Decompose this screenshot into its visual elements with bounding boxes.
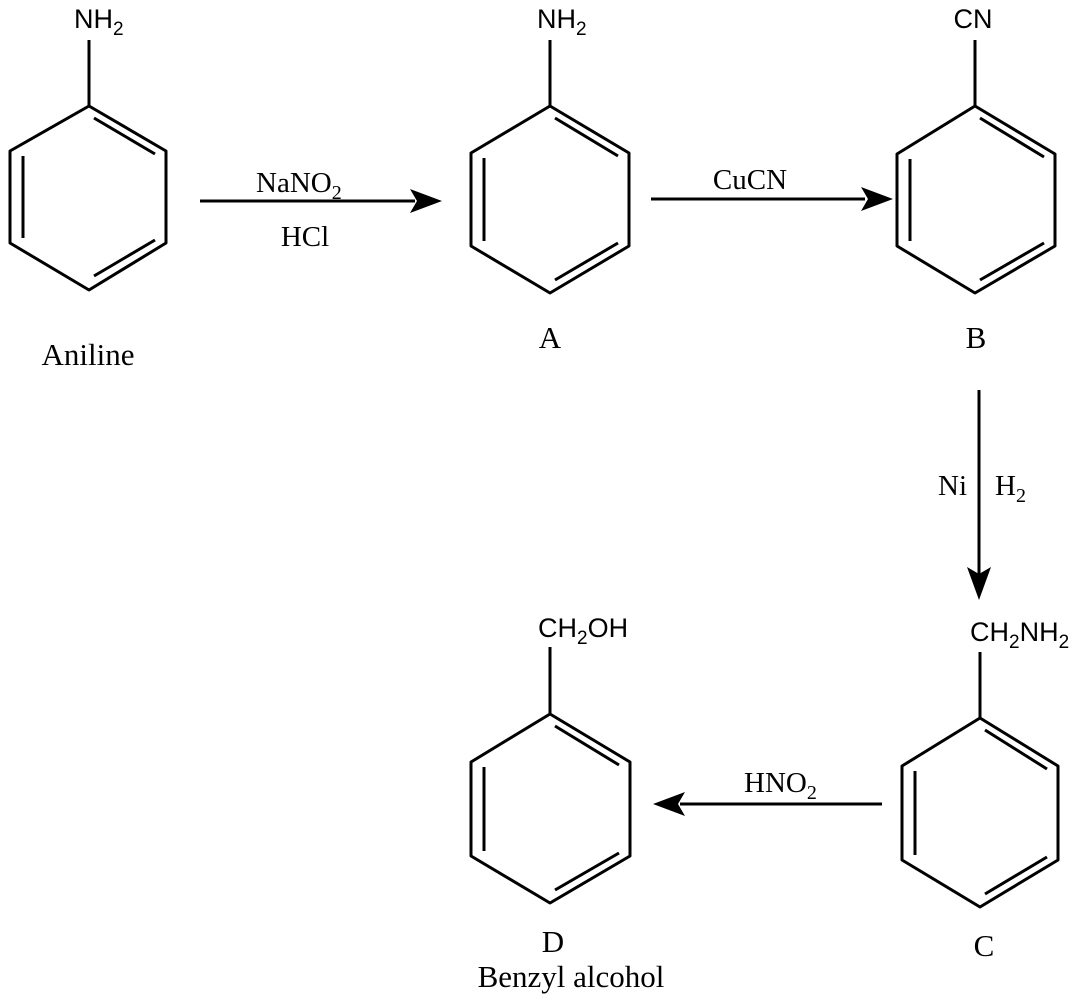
d-benzene-ring (469, 712, 632, 905)
b-double-bond (979, 116, 1045, 159)
d-double-bond (554, 851, 620, 892)
a-double-bond (554, 116, 619, 158)
compound-b-label: B (966, 320, 987, 355)
step2-reaction-arrow: CuCN (651, 164, 893, 211)
aniline-amino-group: NH2 (74, 4, 124, 40)
step4-arrow-head (653, 792, 685, 816)
d-hydroxymethyl-group: CH2OH (538, 613, 628, 649)
compound-a-structure: NH2 A (469, 4, 631, 355)
step4-reaction-arrow: HNO2 (653, 767, 882, 816)
step3-catalyst: Ni (938, 470, 967, 502)
step2-arrow-head (861, 187, 893, 211)
step1-reagent-top: NaNO2 (256, 167, 342, 204)
aniline-double-bond (93, 238, 156, 278)
d-double-bond (554, 724, 620, 767)
step3-reaction-arrow: Ni H2 (938, 390, 1026, 600)
c-benzene-ring (900, 716, 1060, 909)
step1-reaction-arrow: NaNO2 HCl (200, 167, 442, 253)
compound-b-structure: CN B (895, 4, 1057, 355)
step3-arrow-head (967, 567, 991, 600)
aniline-name: Aniline (42, 337, 135, 372)
compound-d-label: D (542, 924, 564, 959)
a-double-bond (554, 241, 619, 282)
aniline-benzene-ring (8, 104, 168, 292)
a-amino-group: NH2 (537, 4, 587, 40)
compound-d-name: Benzyl alcohol (478, 959, 665, 994)
step1-reagent-bottom: HCl (281, 221, 329, 253)
b-double-bond (979, 241, 1045, 282)
compound-d-structure: CH2OH D Benzyl alcohol (469, 613, 665, 994)
step1-arrow-head (410, 189, 442, 213)
compound-a-label: A (539, 320, 562, 355)
step3-reagent: H2 (995, 470, 1026, 507)
step2-reagent: CuCN (713, 164, 787, 196)
c-aminomethyl-group: CH2NH2 (970, 617, 1069, 653)
c-double-bond (984, 728, 1048, 771)
b-cyano-group: CN (954, 4, 993, 34)
step4-reagent: HNO2 (744, 767, 817, 804)
c-double-bond (984, 855, 1048, 896)
aniline-double-bond (93, 116, 156, 156)
compound-c-structure: CH2NH2 C (900, 617, 1069, 963)
b-benzene-ring (895, 104, 1057, 295)
compound-c-label: C (974, 928, 995, 963)
aniline-structure: NH2 Aniline (8, 4, 168, 372)
a-benzene-ring (469, 104, 631, 295)
